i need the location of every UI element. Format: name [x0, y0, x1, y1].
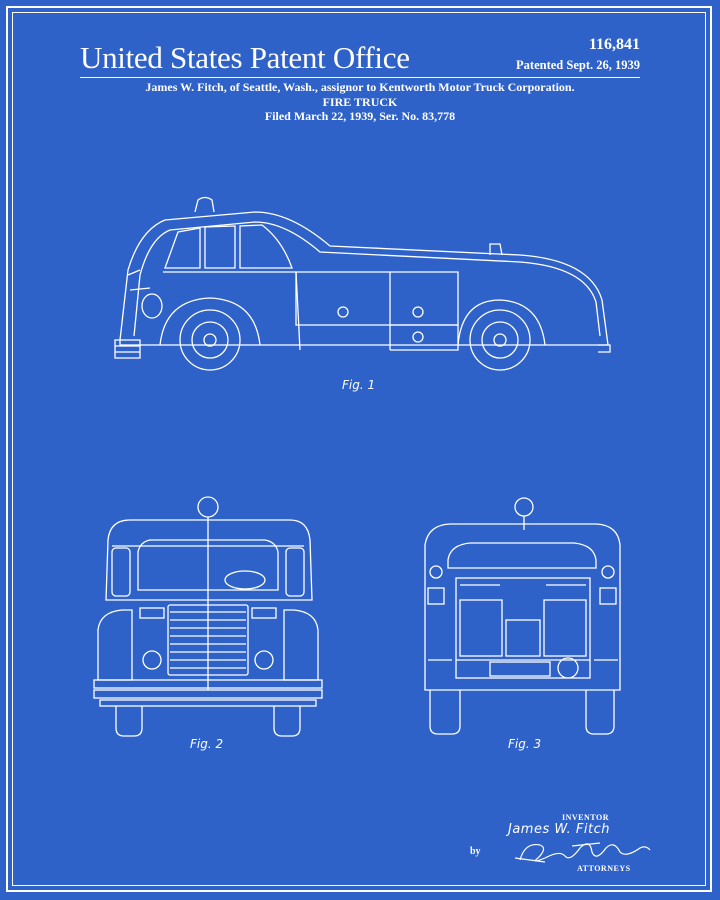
attorneys-label: Attorneys: [577, 864, 631, 873]
